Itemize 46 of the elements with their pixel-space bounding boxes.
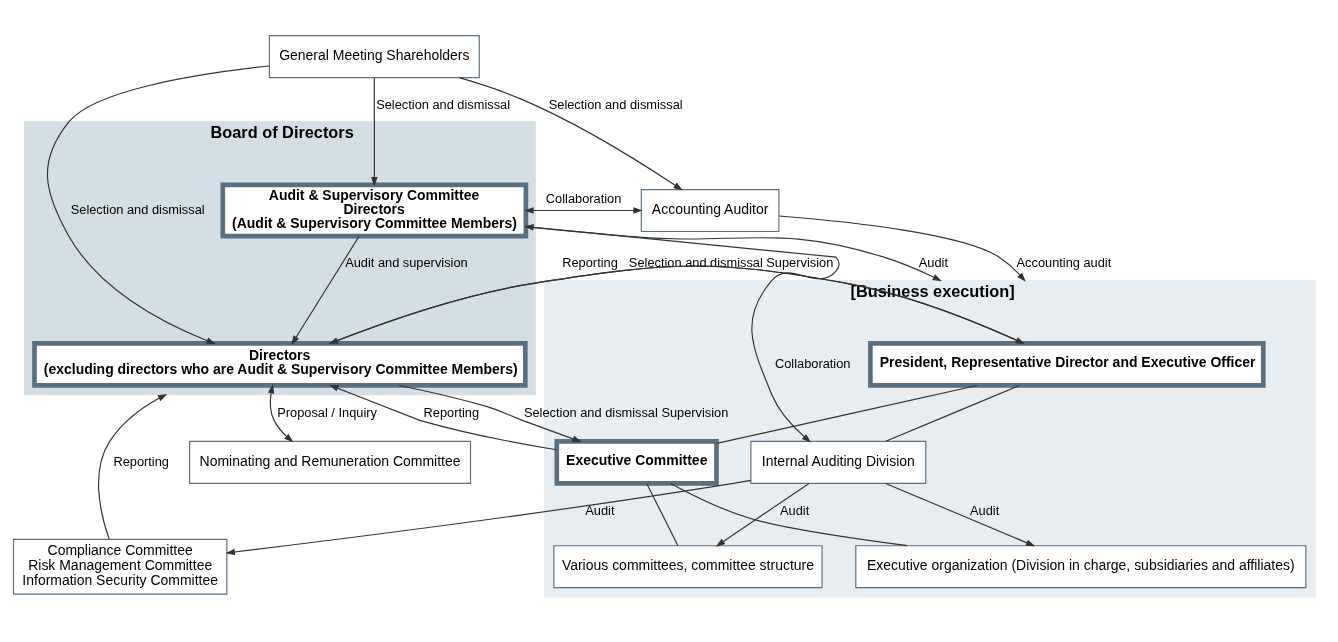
arrow xyxy=(97,393,168,540)
node-box: Various committees, committee structure xyxy=(553,545,823,589)
edge-label: Reporting xyxy=(113,453,169,469)
edge-label: Selection and dismissal Supervision xyxy=(523,404,729,420)
edge-label: Collaboration xyxy=(774,355,851,371)
arrow xyxy=(458,77,683,191)
node-box: Directors (excluding directors who are Audit & Supervisory Committee Members) xyxy=(32,341,528,388)
arrow xyxy=(291,235,360,345)
arrow xyxy=(371,77,378,187)
node-box: Executive Committee xyxy=(554,439,719,486)
node-box: Accounting Auditor xyxy=(640,188,780,233)
arrow xyxy=(46,65,270,344)
edge-label: Audit xyxy=(585,502,615,518)
connector xyxy=(670,482,908,547)
node-box: Compliance Committee Risk Management Committee Information Security Committee xyxy=(12,538,228,595)
arrow xyxy=(525,226,942,282)
edge-label: Reporting xyxy=(562,255,618,271)
node-box: President, Representative Director and Executive Officer xyxy=(868,341,1266,388)
node-box: Executive organization (Division in charge, subsidiaries and affiliates) xyxy=(855,545,1307,589)
edge-label: Selection and dismissal xyxy=(548,96,683,112)
node-box: Nominating and Remuneration Committee xyxy=(188,440,472,484)
arrow xyxy=(267,384,294,443)
arrow xyxy=(328,384,558,451)
edge-label: Reporting xyxy=(423,404,480,420)
edge-label: Selection and dismissal xyxy=(376,96,511,112)
edge-label: Audit and supervision xyxy=(345,255,468,271)
connector xyxy=(646,483,679,546)
arrow xyxy=(398,384,582,442)
edge-label: Selection and dismissal xyxy=(70,201,205,217)
edge-label: Audit xyxy=(918,255,948,271)
connector xyxy=(885,385,1020,442)
connector xyxy=(716,384,978,444)
edge-label: Proposal / Inquiry xyxy=(277,404,377,420)
edge-label: Collaboration xyxy=(545,191,622,207)
node-box: Audit & Supervisory Committee Directors (Audit & Supervisory Committee Members) xyxy=(220,182,529,239)
arrow xyxy=(524,207,643,214)
node-box: General Meeting Shareholders xyxy=(268,35,480,79)
edge-label: Audit xyxy=(970,502,1000,518)
arrow xyxy=(715,482,810,547)
arrow xyxy=(885,482,1036,547)
arrow xyxy=(524,224,840,443)
node-box: Internal Auditing Division xyxy=(750,440,927,484)
edge-label: Accounting audit xyxy=(1016,255,1112,271)
edge-label: Audit xyxy=(780,502,810,518)
arrow xyxy=(778,215,1026,282)
arrow xyxy=(225,479,752,556)
